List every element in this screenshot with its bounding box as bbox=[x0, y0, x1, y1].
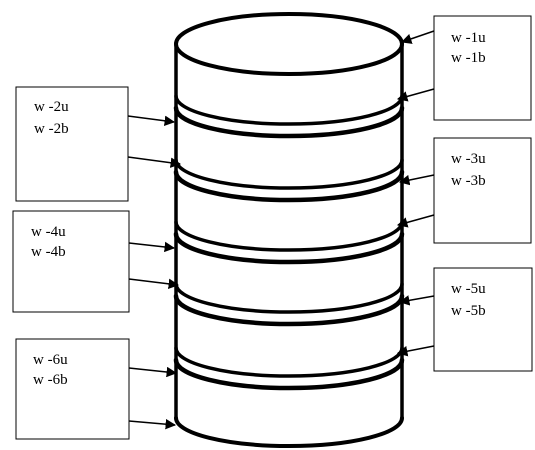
cylinder-band-5-bottom bbox=[173, 357, 405, 391]
label-box-4 bbox=[12, 210, 130, 313]
arrow-w3u bbox=[398, 174, 435, 186]
label-w3b: w -3b bbox=[451, 173, 486, 189]
label-box-2 bbox=[15, 86, 129, 202]
cylinder-body-fill bbox=[176, 44, 402, 446]
cylinder-band-4-bottom bbox=[173, 293, 405, 327]
arrow-w5b bbox=[396, 345, 435, 357]
label-box-6 bbox=[15, 338, 130, 440]
arrow-w1u bbox=[401, 30, 435, 44]
label-w6b: w -6b bbox=[33, 372, 68, 388]
cylinder-band-2-top bbox=[174, 158, 404, 190]
label-w1u: w -1u bbox=[451, 30, 486, 46]
cylinder-band-3-top bbox=[174, 220, 404, 252]
arrow-w2u bbox=[127, 115, 176, 126]
label-w2u: w -2u bbox=[34, 99, 69, 115]
arrow-w3b bbox=[396, 214, 435, 228]
cylinder-band-1-bottom bbox=[173, 105, 405, 139]
cylinder-band-3-bottom bbox=[173, 231, 405, 265]
arrow-w6b bbox=[128, 418, 177, 430]
label-w3u: w -3u bbox=[451, 151, 486, 167]
label-w5u: w -5u bbox=[451, 281, 486, 297]
label-box-3 bbox=[433, 137, 532, 244]
label-w4u: w -4u bbox=[31, 224, 66, 240]
label-w1b: w -1b bbox=[451, 50, 486, 66]
cylinder-band-1-top bbox=[174, 94, 404, 126]
cylinder-band-5-top bbox=[174, 346, 404, 378]
arrow-w2b bbox=[127, 156, 182, 168]
label-w6u: w -6u bbox=[33, 352, 68, 368]
cylinder-bottom-arc bbox=[174, 416, 404, 448]
label-w4b: w -4b bbox=[31, 244, 66, 260]
arrow-w4u bbox=[128, 241, 176, 253]
label-w2b: w -2b bbox=[34, 121, 69, 137]
label-w5b: w -5b bbox=[451, 303, 486, 319]
label-box-5 bbox=[433, 267, 533, 372]
arrow-w5u bbox=[398, 295, 435, 306]
cylinder-band-2-bottom bbox=[173, 169, 405, 203]
cylinder-top-ellipse bbox=[174, 12, 404, 76]
arrow-w4b bbox=[128, 278, 180, 290]
label-box-1 bbox=[433, 15, 532, 121]
cylinder bbox=[173, 12, 405, 448]
arrow-w6u bbox=[128, 366, 178, 378]
arrow-w1b bbox=[396, 88, 435, 102]
cylinder-band-4-top bbox=[174, 282, 404, 314]
